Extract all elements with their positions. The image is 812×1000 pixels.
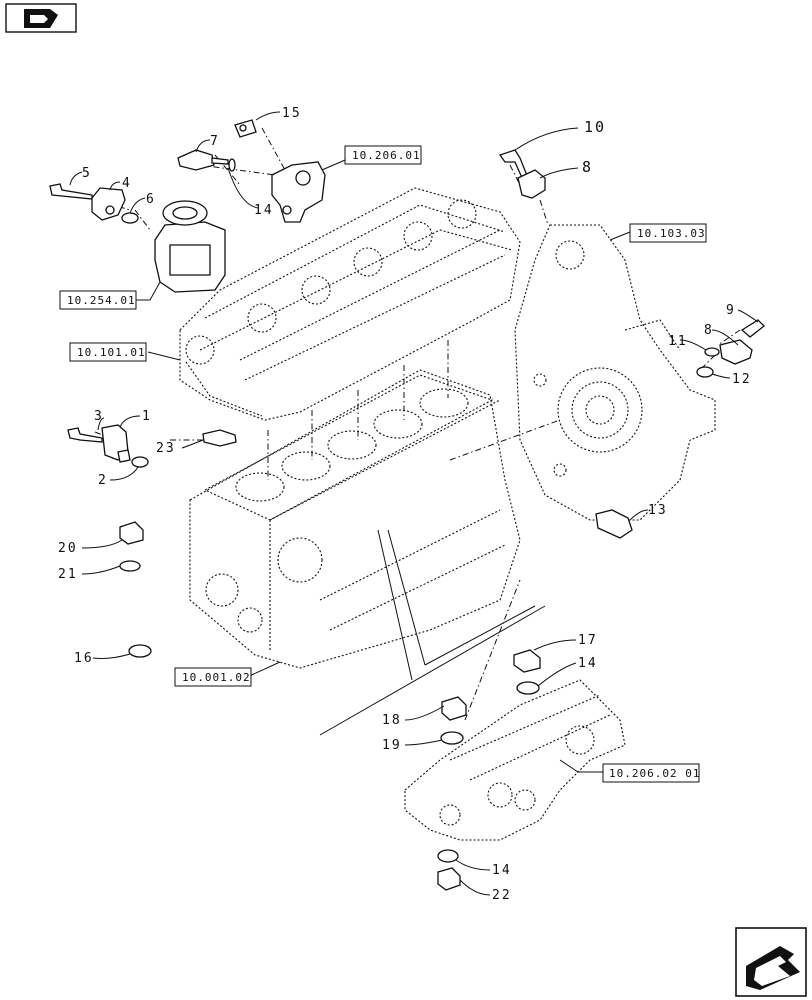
ref-box-engine-block[interactable]: 10.001.02 xyxy=(174,667,252,687)
callout-6: 6 xyxy=(146,192,156,207)
svg-text:10.001.02: 10.001.02 xyxy=(182,671,251,684)
callout-11: 11 xyxy=(668,334,688,349)
callout-22: 22 xyxy=(492,888,512,903)
callout-15: 15 xyxy=(282,106,302,121)
callout-14: 14 xyxy=(254,203,274,218)
callout-leaders xyxy=(69,111,759,896)
callout-16: 16 xyxy=(74,651,94,666)
callout-13: 13 xyxy=(648,503,668,518)
manifold-bracket xyxy=(154,200,226,293)
callout-19: 19 xyxy=(382,738,402,753)
thermostat-housing xyxy=(271,161,326,223)
ref-box-thermostat[interactable]: 10.206.01 xyxy=(344,145,422,165)
callout-23: 23 xyxy=(156,441,176,456)
timing-cover xyxy=(514,224,716,521)
page-forward-icon[interactable] xyxy=(735,927,807,997)
callout-7: 7 xyxy=(210,134,220,149)
callout-14-upper: 14 xyxy=(578,656,598,671)
callout-5: 5 xyxy=(82,166,92,181)
callout-2: 2 xyxy=(98,473,108,488)
ref-box-cylinder-head[interactable]: 10.101.01 xyxy=(69,342,147,362)
svg-text:10.206.02 01: 10.206.02 01 xyxy=(609,767,700,780)
callout-3: 3 xyxy=(94,409,104,424)
ref-box-timing-cover[interactable]: 10.103.03 xyxy=(629,223,707,243)
callout-12: 12 xyxy=(732,372,752,387)
assembly-brackets xyxy=(319,529,546,736)
reference-boxes: 10.206.01 10.103.03 10.254.01 10.101.01 … xyxy=(59,145,707,783)
cylinder-head xyxy=(179,187,521,421)
svg-text:10.103.03: 10.103.03 xyxy=(637,227,706,240)
ref-box-oil-filter-housing[interactable]: 10.206.02 01 xyxy=(602,763,700,783)
callout-18: 18 xyxy=(382,713,402,728)
page-back-icon[interactable] xyxy=(5,3,77,33)
callout-17: 17 xyxy=(578,633,598,648)
callout-numbers: 15 7 14 5 4 6 10 8 9 8 11 12 3 1 2 23 13… xyxy=(58,106,752,903)
svg-text:10.206.01: 10.206.01 xyxy=(352,149,421,162)
callout-10: 10 xyxy=(584,118,606,136)
engine-block xyxy=(189,369,521,669)
svg-text:10.254.01: 10.254.01 xyxy=(67,294,136,307)
callout-9: 9 xyxy=(726,303,736,318)
callout-21: 21 xyxy=(58,567,78,582)
callout-20: 20 xyxy=(58,541,78,556)
callout-8: 8 xyxy=(582,158,593,176)
oil-filter-housing xyxy=(404,679,626,841)
callout-8-lower: 8 xyxy=(704,323,714,338)
ref-box-manifold[interactable]: 10.254.01 xyxy=(59,290,137,310)
sensor-parts xyxy=(49,119,765,891)
callout-4: 4 xyxy=(122,176,132,191)
svg-text:10.101.01: 10.101.01 xyxy=(77,346,146,359)
callout-1: 1 xyxy=(142,409,152,424)
callout-14-lower: 14 xyxy=(492,863,512,878)
